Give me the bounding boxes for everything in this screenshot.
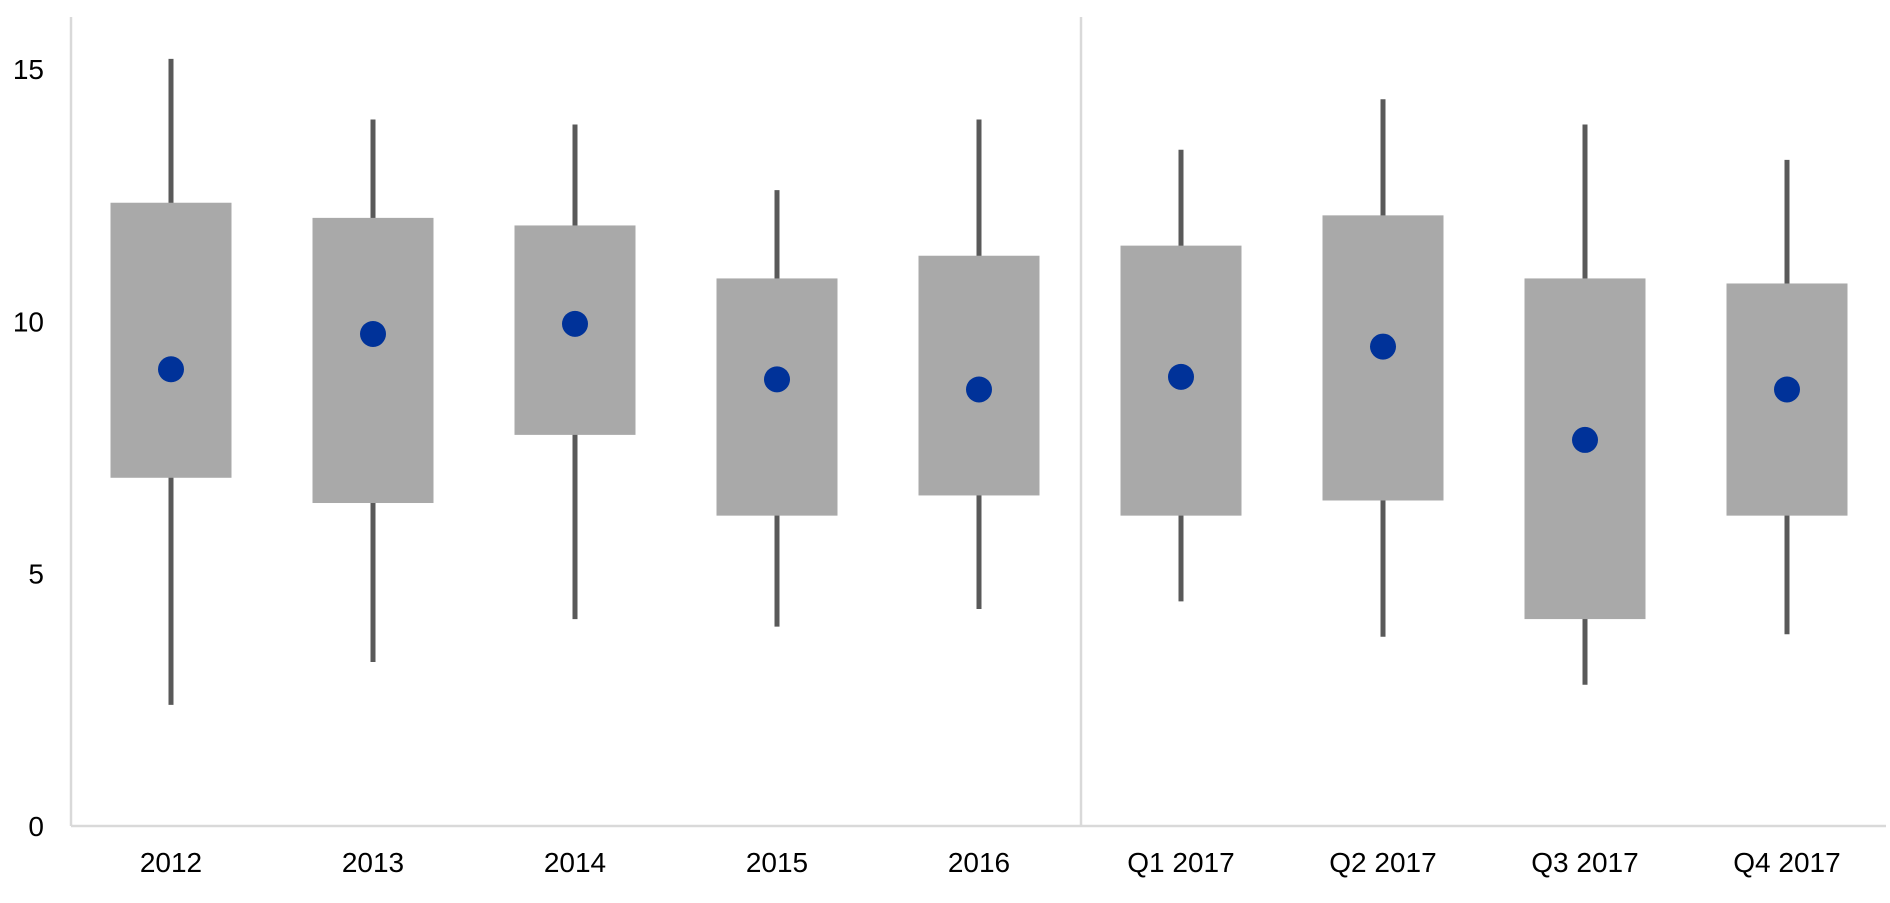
x-tick-label: 2016 — [948, 847, 1010, 878]
mean-dot-2013 — [360, 320, 386, 347]
mean-dot-2016 — [966, 376, 992, 403]
y-tick-label: 5 — [28, 559, 44, 590]
y-tick-label: 10 — [13, 306, 44, 337]
x-tick-label: 2015 — [746, 847, 808, 878]
box-2013 — [312, 217, 434, 504]
mean-dot-2015 — [764, 366, 790, 393]
box-2015 — [716, 278, 838, 516]
box-2012 — [110, 202, 232, 478]
y-tick-labels: 0 5 10 15 — [13, 54, 44, 842]
box-2016 — [918, 255, 1040, 496]
x-tick-label: 2013 — [342, 847, 404, 878]
mean-dot-Q4-2017 — [1774, 376, 1800, 403]
mean-dot-Q2-2017 — [1370, 333, 1396, 360]
x-tick-label: Q4 2017 — [1733, 847, 1840, 878]
mean-dot-2014 — [562, 310, 588, 337]
x-tick-label: Q2 2017 — [1329, 847, 1436, 878]
mean-dot-2012 — [158, 356, 184, 383]
mean-dot-Q1-2017 — [1168, 363, 1194, 390]
chart-marks — [110, 58, 1848, 705]
y-tick-label: 15 — [13, 54, 44, 85]
x-tick-label: Q3 2017 — [1531, 847, 1638, 878]
x-tick-label: 2012 — [140, 847, 202, 878]
x-tick-label: 2014 — [544, 847, 606, 878]
y-tick-label: 0 — [28, 811, 44, 842]
x-tick-labels: 2012 2013 2014 2015 2016 Q1 2017 Q2 2017 Q3 201… — [140, 847, 1841, 878]
mean-dot-Q3-2017 — [1572, 426, 1598, 453]
x-tick-label: Q1 2017 — [1127, 847, 1234, 878]
